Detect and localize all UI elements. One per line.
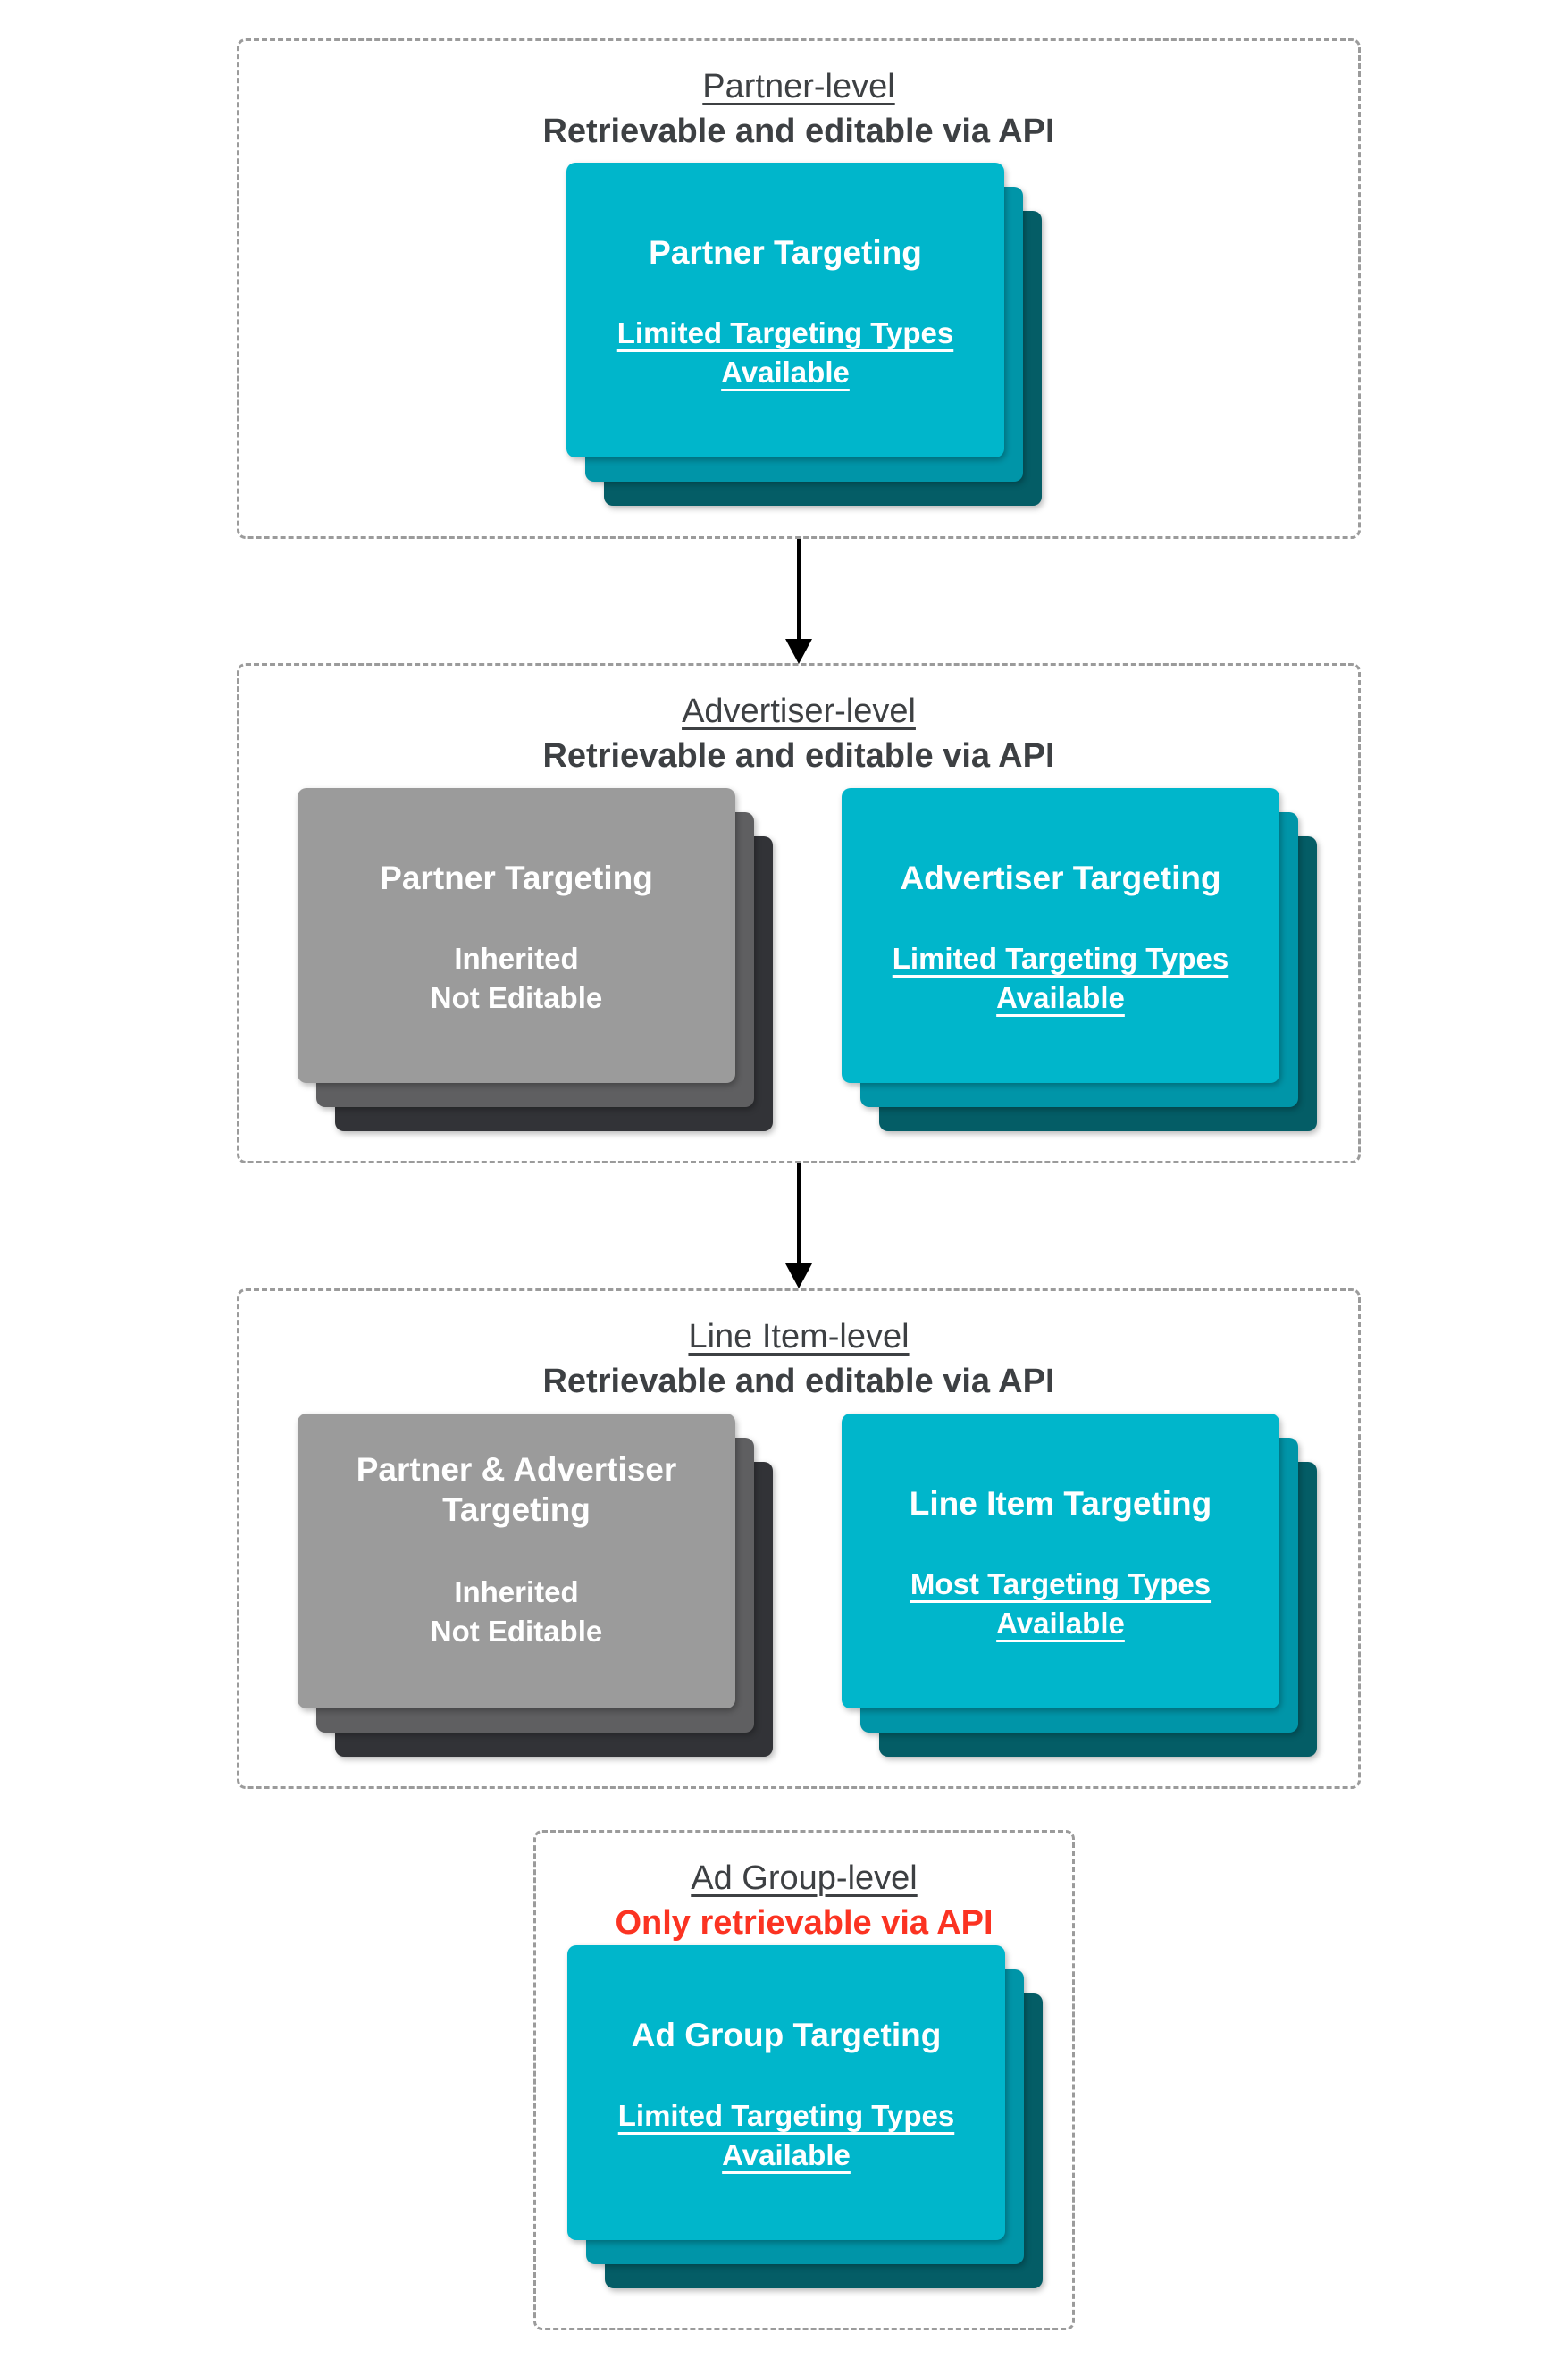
card-stack-advertiser-targeting: Advertiser Targeting Limited Targeting T… xyxy=(842,788,1317,1131)
card-stack-ad-group-targeting: Ad Group Targeting Limited Targeting Typ… xyxy=(567,1945,1043,2288)
card-title: Partner & Advertiser Targeting xyxy=(356,1451,677,1528)
card-subtitle-line: Limited Targeting Types xyxy=(616,316,954,349)
section-api-note-advertiser: Retrievable and editable via API xyxy=(542,737,1055,775)
card-subtitle-line: Available xyxy=(722,2138,851,2171)
card-partner-targeting: Partner Targeting Limited Targeting Type… xyxy=(566,163,1004,457)
card-stack-inherited-partner-advertiser-targeting: Partner & Advertiser Targeting Inherited… xyxy=(298,1414,773,1757)
section-line-item-level: Line Item-level Retrievable and editable… xyxy=(237,1288,1361,1789)
section-api-note-ad-group: Only retrievable via API xyxy=(615,1904,994,1942)
card-advertiser-targeting: Advertiser Targeting Limited Targeting T… xyxy=(842,788,1279,1083)
card-subtitle: Inherited Not Editable xyxy=(315,1573,717,1651)
card-subtitle-line: Limited Targeting Types xyxy=(892,942,1229,975)
card-inherited-partner-targeting: Partner Targeting Inherited Not Editable xyxy=(298,788,735,1083)
arrow-line xyxy=(797,1163,801,1263)
card-title: Ad Group Targeting xyxy=(631,2017,942,2053)
section-title-ad-group: Ad Group-level xyxy=(691,1859,918,1897)
arrow-head-icon xyxy=(785,1263,812,1288)
section-partner-level: Partner-level Retrievable and editable v… xyxy=(237,38,1361,539)
card-subtitle: Limited Targeting Types Available xyxy=(859,939,1262,1018)
card-subtitle: Inherited Not Editable xyxy=(315,939,717,1018)
section-api-note-partner: Retrievable and editable via API xyxy=(542,113,1055,150)
card-subtitle-line: Not Editable xyxy=(430,981,603,1014)
card-stack-line-item-targeting: Line Item Targeting Most Targeting Types… xyxy=(842,1414,1317,1757)
card-title: Partner Targeting xyxy=(649,234,922,271)
card-line-item-targeting: Line Item Targeting Most Targeting Types… xyxy=(842,1414,1279,1708)
card-title: Partner Targeting xyxy=(380,860,653,896)
card-subtitle-line: Available xyxy=(721,356,850,389)
card-subtitle-line: Inherited xyxy=(454,942,579,975)
card-subtitle-line: Not Editable xyxy=(430,1615,603,1648)
card-title: Advertiser Targeting xyxy=(900,860,1221,896)
section-ad-group-level: Ad Group-level Only retrievable via API … xyxy=(533,1830,1075,2330)
card-title: Line Item Targeting xyxy=(909,1485,1212,1522)
section-api-note-line-item: Retrievable and editable via API xyxy=(542,1363,1055,1400)
section-title-partner: Partner-level xyxy=(702,68,895,105)
card-ad-group-targeting: Ad Group Targeting Limited Targeting Typ… xyxy=(567,1945,1005,2240)
flow-arrow-partner-to-advertiser xyxy=(784,539,813,664)
card-subtitle: Limited Targeting Types Available xyxy=(584,314,986,392)
flow-arrow-advertiser-to-lineitem xyxy=(784,1163,813,1288)
section-advertiser-level: Advertiser-level Retrievable and editabl… xyxy=(237,663,1361,1163)
arrow-line xyxy=(797,539,801,639)
card-subtitle: Limited Targeting Types Available xyxy=(585,2096,987,2175)
card-subtitle-line: Available xyxy=(996,1607,1125,1640)
section-title-line-item: Line Item-level xyxy=(688,1318,910,1356)
card-subtitle-line: Most Targeting Types xyxy=(910,1567,1212,1600)
card-subtitle: Most Targeting Types Available xyxy=(859,1565,1262,1643)
card-subtitle-line: Limited Targeting Types xyxy=(617,2099,955,2132)
card-stack-inherited-partner-targeting: Partner Targeting Inherited Not Editable xyxy=(298,788,773,1131)
arrow-head-icon xyxy=(785,639,812,664)
card-subtitle-line: Available xyxy=(996,981,1125,1014)
card-subtitle-line: Inherited xyxy=(454,1575,579,1608)
section-title-advertiser: Advertiser-level xyxy=(682,692,916,730)
card-inherited-partner-advertiser-targeting: Partner & Advertiser Targeting Inherited… xyxy=(298,1414,735,1708)
card-stack-partner-targeting: Partner Targeting Limited Targeting Type… xyxy=(566,163,1042,506)
